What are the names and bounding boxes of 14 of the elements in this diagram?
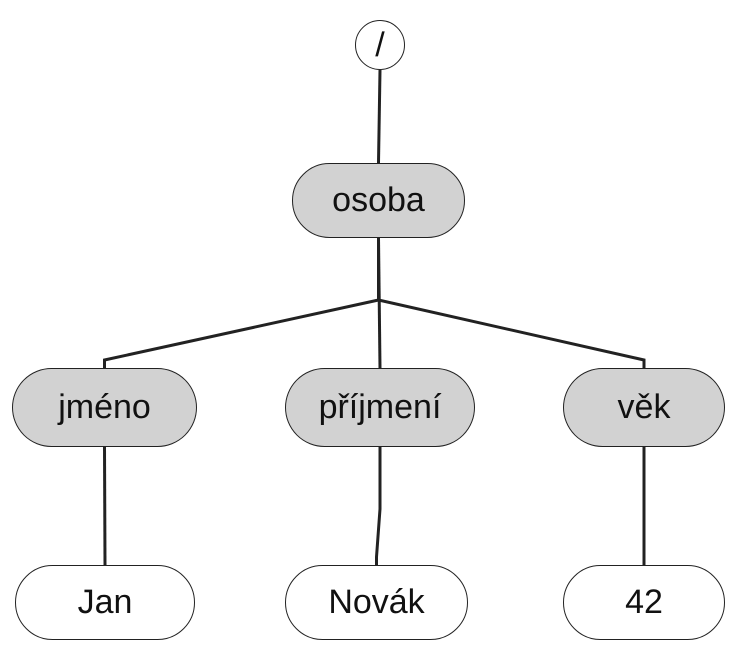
node-label: Jan: [78, 583, 132, 622]
connector-line: [642, 447, 646, 565]
connector-line: [377, 238, 646, 368]
root-circle: [355, 20, 405, 70]
node-label: věk: [618, 388, 670, 427]
connector-line: [375, 447, 382, 565]
node-label: Novák: [328, 583, 425, 622]
connector-line: [103, 447, 106, 565]
node-label: osoba: [332, 181, 425, 220]
node-label: příjmení: [318, 388, 442, 427]
node-label: jméno: [58, 388, 151, 427]
connector-line: [377, 70, 382, 164]
node-label: /: [375, 26, 385, 64]
node-label: 42: [625, 583, 663, 622]
